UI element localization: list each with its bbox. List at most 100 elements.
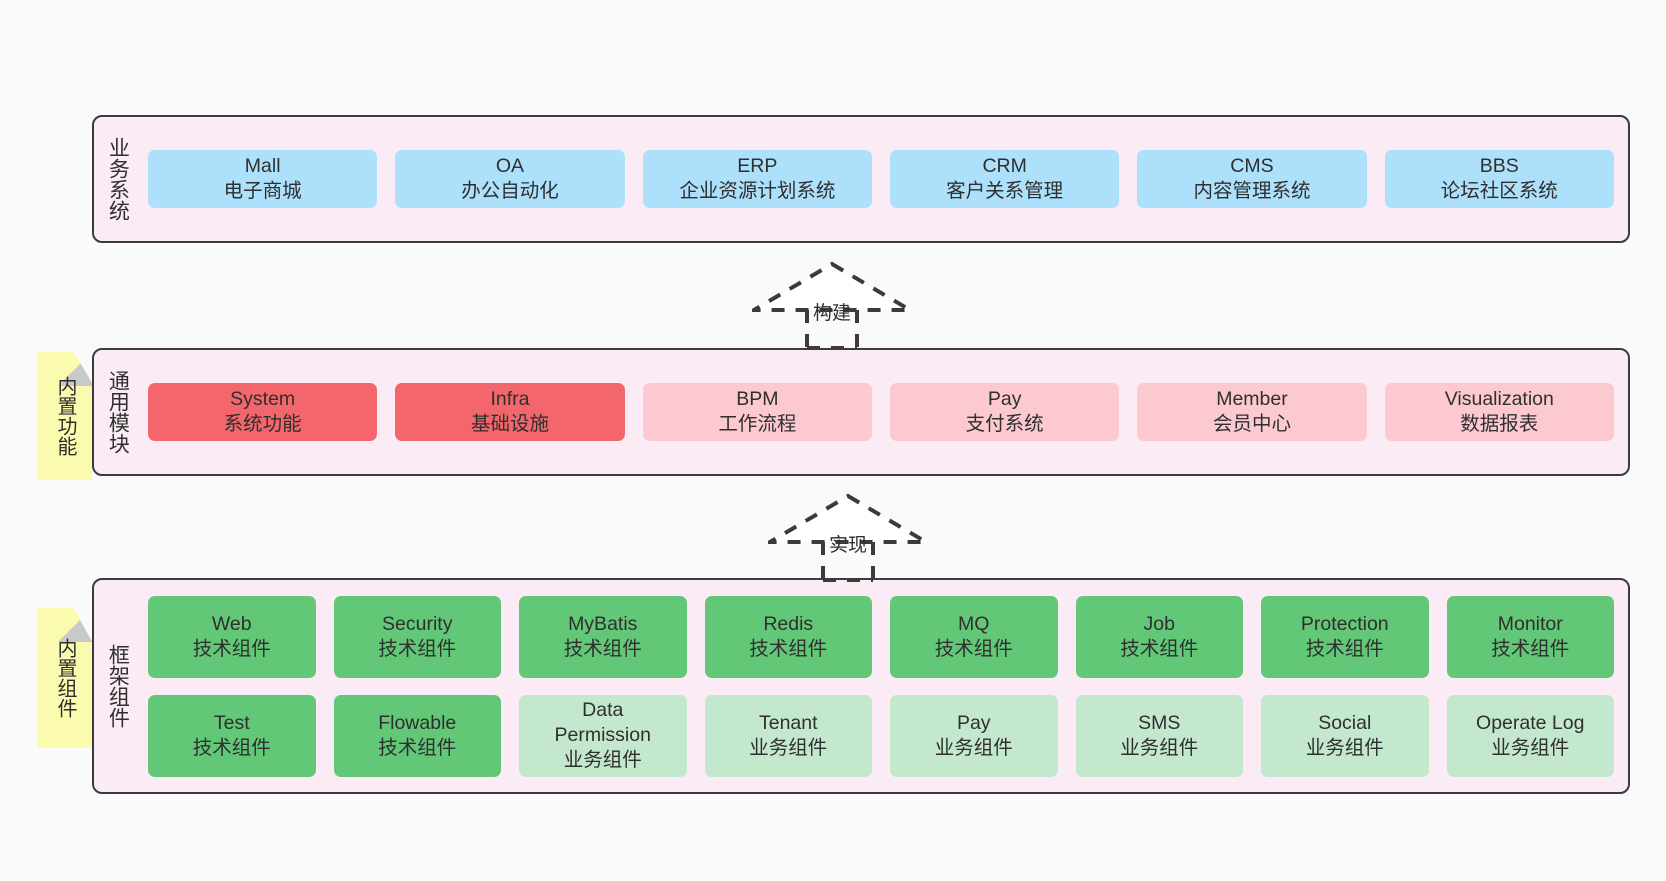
layer-framework-components: 框架组件 Web 技术组件 Security 技术组件 MyBatis 技术组件…	[92, 578, 1630, 794]
card-security[interactable]: Security 技术组件	[333, 595, 501, 678]
sticky-note-label: 内置组件	[54, 638, 76, 718]
layer-label-business-systems: 业务系统	[106, 137, 130, 221]
card-crm[interactable]: CRM 客户关系管理	[889, 150, 1120, 208]
card-pay-component[interactable]: Pay 业务组件	[890, 694, 1058, 777]
card-title: Operate Log	[1476, 711, 1585, 734]
card-subtitle: 业务组件	[1120, 736, 1199, 759]
card-subtitle: 电子商城	[223, 180, 302, 202]
card-title: Security	[382, 612, 453, 635]
card-subtitle: 技术组件	[378, 736, 457, 759]
card-subtitle: 技术组件	[378, 637, 457, 660]
card-subtitle: 数据报表	[1460, 413, 1539, 435]
layer-business-systems: 业务系统 Mall 电子商城 OA 办公自动化 ERP 企业资源计划系统 CRM…	[92, 115, 1630, 243]
card-subtitle: 基础设施	[470, 413, 549, 435]
card-subtitle: 技术组件	[192, 637, 271, 660]
card-title: Monitor	[1497, 612, 1563, 635]
card-subtitle: 业务组件	[934, 736, 1013, 759]
card-title: Pay	[956, 711, 991, 734]
card-flowable[interactable]: Flowable 技术组件	[333, 694, 501, 777]
card-title: Mall	[244, 155, 281, 178]
card-tenant[interactable]: Tenant 业务组件	[704, 694, 872, 777]
card-title: BPM	[736, 388, 779, 411]
card-row: Web 技术组件 Security 技术组件 MyBatis 技术组件 Redi…	[148, 595, 1614, 678]
card-subtitle: 客户关系管理	[946, 180, 1064, 202]
card-oa[interactable]: OA 办公自动化	[395, 150, 625, 208]
card-subtitle: 工作流程	[718, 413, 797, 435]
card-pay[interactable]: Pay 支付系统	[889, 383, 1120, 441]
card-operate-log[interactable]: Operate Log 业务组件	[1446, 694, 1614, 777]
card-subtitle: 支付系统	[965, 413, 1044, 435]
card-cms[interactable]: CMS 内容管理系统	[1137, 150, 1367, 208]
card-protection[interactable]: Protection 技术组件	[1261, 595, 1429, 678]
layer-common-modules: 通用模块 System 系统功能 Infra 基础设施 BPM 工作流程 Pay…	[92, 348, 1630, 476]
layer-body-common-modules: System 系统功能 Infra 基础设施 BPM 工作流程 Pay 支付系统…	[140, 350, 1628, 474]
card-social[interactable]: Social 业务组件	[1261, 694, 1429, 777]
card-mybatis[interactable]: MyBatis 技术组件	[519, 595, 687, 678]
card-data-permission[interactable]: Data Permission 业务组件	[519, 694, 687, 777]
card-title: BBS	[1479, 155, 1519, 178]
card-subtitle: 技术组件	[563, 637, 642, 660]
card-redis[interactable]: Redis 技术组件	[704, 595, 872, 678]
card-title: Web	[211, 612, 252, 635]
card-title: Tenant	[758, 711, 818, 734]
card-title: Social	[1318, 711, 1372, 734]
connector-build: 构建	[746, 258, 918, 350]
card-subtitle: 内容管理系统	[1193, 180, 1311, 202]
sticky-note-builtin-functions: 内置功能	[38, 352, 92, 480]
card-bpm[interactable]: BPM 工作流程	[642, 383, 872, 441]
card-title: SMS	[1138, 711, 1181, 734]
card-test[interactable]: Test 技术组件	[148, 694, 316, 777]
card-subtitle: 办公自动化	[461, 180, 559, 202]
card-title: Visualization	[1444, 388, 1554, 411]
card-subtitle: 会员中心	[1212, 413, 1291, 435]
card-row: Test 技术组件 Flowable 技术组件 Data Permission …	[148, 694, 1614, 777]
card-erp[interactable]: ERP 企业资源计划系统	[642, 150, 872, 208]
card-row: System 系统功能 Infra 基础设施 BPM 工作流程 Pay 支付系统…	[148, 383, 1614, 441]
card-sms[interactable]: SMS 业务组件	[1075, 694, 1243, 777]
layer-body-business-systems: Mall 电子商城 OA 办公自动化 ERP 企业资源计划系统 CRM 客户关系…	[140, 117, 1628, 241]
card-title: Test	[213, 711, 250, 734]
card-title: Flowable	[378, 711, 457, 734]
card-subtitle: 业务组件	[749, 736, 828, 759]
sticky-note-label: 内置功能	[54, 376, 76, 456]
card-title: Job	[1143, 612, 1175, 635]
card-subtitle: 技术组件	[934, 637, 1013, 660]
implement-arrow-icon	[762, 493, 934, 582]
card-bbs[interactable]: BBS 论坛社区系统	[1384, 150, 1614, 208]
card-monitor[interactable]: Monitor 技术组件	[1446, 595, 1614, 678]
card-title: Member	[1216, 388, 1288, 411]
card-subtitle: 技术组件	[1120, 637, 1199, 660]
connector-build-label: 构建	[812, 303, 852, 324]
card-title: MyBatis	[568, 612, 638, 635]
card-subtitle: 技术组件	[1305, 637, 1384, 660]
card-subtitle: 论坛社区系统	[1440, 180, 1558, 202]
build-arrow-icon	[746, 261, 918, 350]
card-title: Redis	[763, 612, 814, 635]
connector-implement-label: 实现	[828, 535, 868, 556]
card-title: Data Permission	[554, 699, 651, 747]
card-subtitle: 业务组件	[1305, 736, 1384, 759]
card-title: Pay	[987, 388, 1022, 411]
card-row: Mall 电子商城 OA 办公自动化 ERP 企业资源计划系统 CRM 客户关系…	[148, 150, 1614, 208]
card-web[interactable]: Web 技术组件	[148, 595, 316, 678]
card-system[interactable]: System 系统功能	[148, 383, 378, 441]
card-title: CRM	[982, 155, 1027, 178]
sticky-note-builtin-components: 内置组件	[38, 608, 92, 748]
card-title: ERP	[737, 155, 778, 178]
card-mq[interactable]: MQ 技术组件	[890, 595, 1058, 678]
card-infra[interactable]: Infra 基础设施	[395, 383, 625, 441]
layer-label-framework-components: 框架组件	[106, 644, 130, 728]
card-subtitle: 技术组件	[1491, 637, 1570, 660]
card-title: Protection	[1300, 612, 1389, 635]
card-title: MQ	[958, 612, 990, 635]
card-title: Infra	[490, 388, 530, 411]
connector-implement: 实现	[762, 490, 934, 582]
card-job[interactable]: Job 技术组件	[1075, 595, 1243, 678]
card-subtitle: 技术组件	[192, 736, 271, 759]
card-visualization[interactable]: Visualization 数据报表	[1384, 383, 1614, 441]
card-subtitle: 业务组件	[563, 748, 642, 771]
card-mall[interactable]: Mall 电子商城	[148, 150, 378, 208]
card-member[interactable]: Member 会员中心	[1137, 383, 1367, 441]
card-title: System	[230, 388, 296, 411]
layer-body-framework-components: Web 技术组件 Security 技术组件 MyBatis 技术组件 Redi…	[140, 580, 1628, 792]
